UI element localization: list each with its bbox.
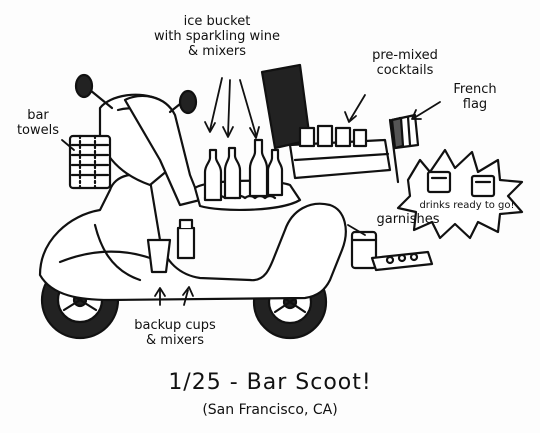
page-title: 1/25 - Bar Scoot! [168,370,372,395]
backup-cups [146,218,196,274]
left-mirror [74,73,94,99]
page-subtitle: (San Francisco, CA) [202,402,338,418]
label-drinks-ready: drinks ready to go! [419,200,515,211]
right-mirror [178,89,198,115]
bar-towels [68,134,112,190]
scooter-body [38,173,347,302]
label-bar-towels: bar towels [16,108,60,138]
label-ice-bucket: ice bucket with sparkling wine & mixers [154,14,280,59]
cocktail-bottles [298,124,368,148]
garnishes [350,230,434,272]
cocktail-glasses [426,170,496,198]
annotation-arrows [61,77,441,306]
label-pre-mixed-cocktails: pre-mixed cocktails [372,48,438,78]
label-garnishes: garnishes [376,212,440,227]
french-flag [388,113,420,184]
bottles [203,138,284,202]
label-backup-cups: backup cups & mixers [134,318,216,348]
label-french-flag: French flag [453,82,497,112]
handlebar-column [123,94,202,207]
